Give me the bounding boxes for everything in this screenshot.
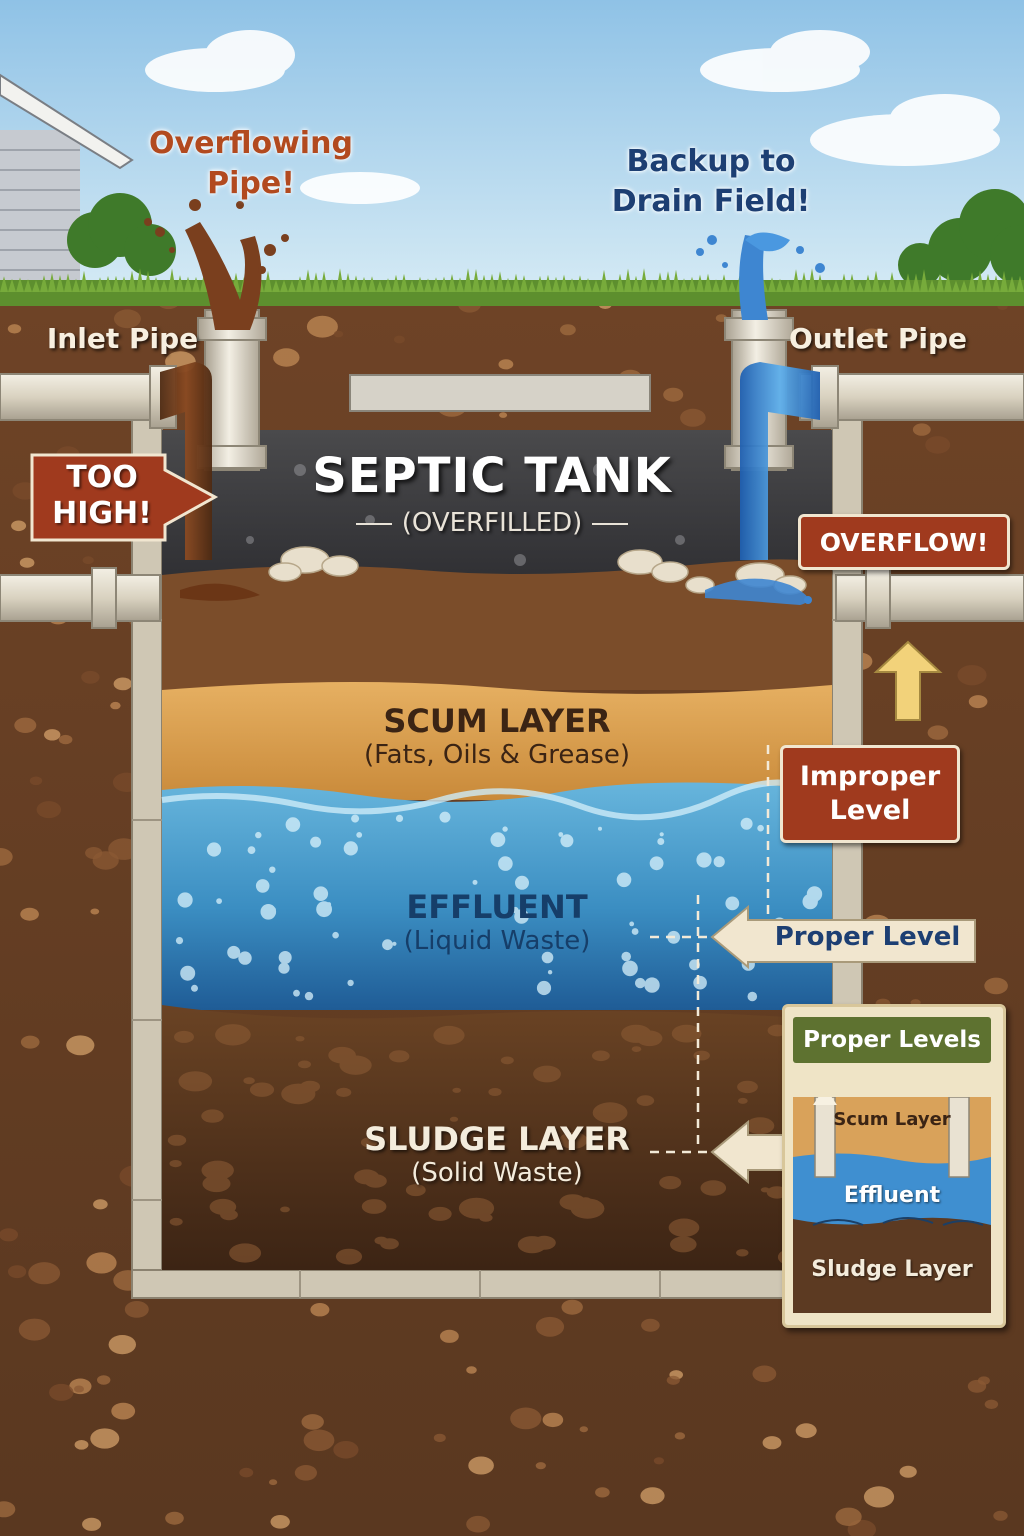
floating-crust [162,559,833,690]
water-flow [705,232,820,605]
level-markers [650,745,770,1154]
overflowing-pipe-label: Overflowing Pipe! [120,124,382,204]
improper-level-line2: Level [829,795,911,826]
backup-label-line1: Backup to [626,144,796,179]
tank-title: SEPTIC TANK [312,448,672,504]
scum-layer [162,681,832,800]
subtitle-rule-left [355,522,392,525]
legend-scum-label: Scum Layer [833,1109,951,1130]
inlet-pipe-label: Inlet Pipe [46,322,199,355]
too-high-arrow [30,453,219,542]
effluent-bubbles [175,811,823,1002]
effluent-title: EFFLUENT [406,888,588,926]
improper-level-line1: Improper [799,761,941,792]
sewage-droplets [144,199,289,274]
too-high-label: TOO HIGH! [32,460,172,532]
tank-lid [349,374,651,412]
effluent-subtitle: (Liquid Waste) [403,926,591,956]
subtitle-rule-right [592,522,629,525]
inlet-pipe [0,309,267,471]
proper-level-label: Proper Level [774,922,961,952]
rising-level-arrow [873,640,943,721]
outlet-pipe-label: Outlet Pipe [789,322,967,355]
sewage-flow [160,222,262,601]
overflowing-pipe-label-line2: Pipe! [207,166,295,201]
tank-subtitle-text: (OVERFILLED) [401,508,583,538]
effluent-label: EFFLUENT (Liquid Waste) [262,888,732,956]
backup-label: Backup to Drain Field! [580,142,842,222]
legend-effluent-label: Effluent [843,1183,941,1208]
legend-title: Proper Levels [793,1017,991,1063]
overflow-badge: OVERFLOW! [798,514,1010,570]
lower-pipes [0,567,1024,629]
sludge-layer-subtitle: (Solid Waste) [411,1158,583,1188]
effluent-wave [161,779,835,821]
overflowing-pipe-label-line1: Overflowing [149,126,353,161]
house [0,73,134,280]
scum-layer-subtitle: (Fats, Oils & Grease) [363,740,631,770]
sludge-layer [162,1005,832,1270]
scum-layer-title: SCUM LAYER [383,702,611,740]
proper-level-arrow [710,904,976,970]
water-droplets [696,235,825,604]
too-high-line1: TOO [66,460,138,495]
clouds [145,30,1000,204]
improper-level-badge: Improper Level [780,745,960,843]
backup-label-line2: Drain Field! [611,184,811,219]
proper-levels-legend: Proper Levels Scum Layer Effluent Sludge… [782,1004,1006,1328]
effluent-layer [162,782,832,1010]
sludge-layer-title: SLUDGE LAYER [364,1120,630,1158]
legend-illustration [793,1097,991,1313]
tank-subtitle: (OVERFILLED) [322,508,662,538]
too-high-line2: HIGH! [52,496,152,531]
legend-sludge-label: Sludge Layer [811,1257,973,1282]
scum-layer-label: SCUM LAYER (Fats, Oils & Grease) [262,702,732,770]
sludge-layer-label: SLUDGE LAYER (Solid Waste) [262,1120,732,1188]
trees [67,189,1024,287]
